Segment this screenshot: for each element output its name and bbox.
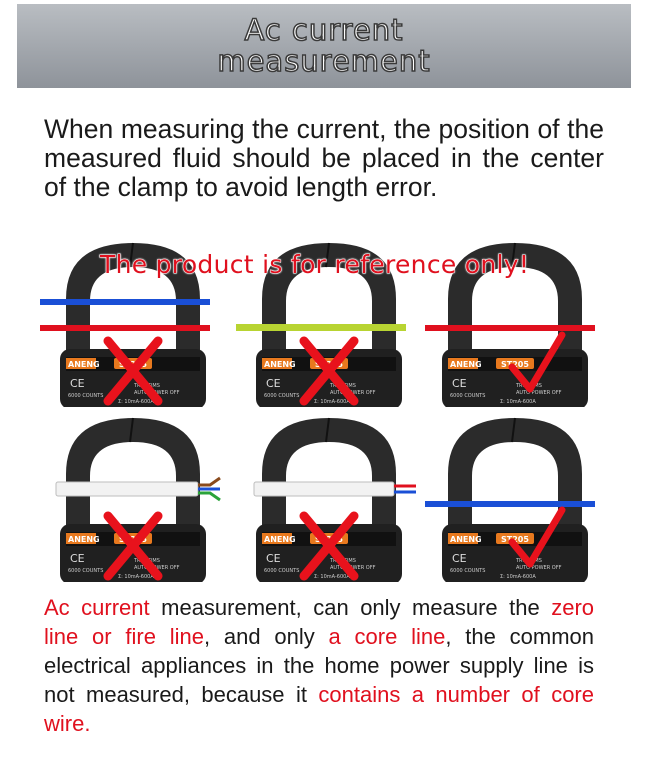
jaw-seam (511, 417, 516, 443)
brown-core (198, 476, 221, 487)
brand-label: ANENG (264, 360, 296, 369)
green-core (198, 491, 221, 502)
reference-notice: The product is for reference only! (99, 250, 530, 280)
brand-badge (448, 358, 478, 369)
clamp-jaw (448, 418, 582, 542)
clamp-jaw (66, 418, 200, 542)
white-cable (253, 481, 395, 497)
jaw-seam (511, 242, 516, 268)
ce-label: CE (266, 377, 281, 390)
title-banner: Ac current measurement (17, 4, 631, 88)
clamp-jaw (66, 243, 200, 367)
blue-wire (40, 299, 210, 305)
jaw-seam (129, 242, 134, 268)
check-stroke (508, 331, 566, 393)
brand-badge (448, 533, 478, 544)
correct-mark (508, 506, 566, 568)
brand-label: ANENG (68, 535, 100, 544)
counts-label: 6000 COUNTS (450, 568, 485, 574)
counts-label: 6000 COUNTS (450, 393, 485, 399)
ce-label: CE (452, 377, 467, 390)
ce-label: CE (70, 377, 85, 390)
model-label: ST205 (501, 360, 529, 369)
cross-stroke-2 (299, 511, 359, 581)
range-label: Σ: 10mA-600A (314, 399, 350, 405)
jaw-seam (129, 417, 134, 443)
cross-stroke-2 (103, 511, 163, 581)
intro-paragraph: When measuring the current, the position… (44, 114, 604, 202)
jaw-seam (325, 242, 330, 268)
brand-label: ANENG (450, 535, 482, 544)
banner-title-line1: Ac current (244, 13, 404, 47)
counts-label: 6000 COUNTS (68, 393, 103, 399)
model-label: ST205 (501, 535, 529, 544)
clamp-jaw (262, 418, 396, 542)
range-label: Σ: 10mA-600A (500, 399, 536, 405)
ce-label: CE (70, 552, 85, 565)
explanation-highlight-ac-current: Ac current (44, 595, 150, 620)
cross-stroke-2 (299, 336, 359, 406)
wrong-mark (103, 511, 163, 581)
range-label: Σ: 10mA-600A (500, 574, 536, 580)
auto-power-label: AUTO POWER OFF (516, 565, 562, 571)
range-label: Σ: 10mA-600A (314, 574, 350, 580)
counts-label: 6000 COUNTS (264, 393, 299, 399)
brand-label: ANENG (450, 360, 482, 369)
wrong-mark (299, 336, 359, 406)
explanation-highlight-multi-core: contains a number of core wire. (44, 682, 594, 736)
brand-badge (66, 358, 96, 369)
red-wire (40, 325, 210, 331)
brand-badge (262, 533, 292, 544)
explanation-text: measurement, can only measure the (149, 595, 552, 620)
explanation-paragraph: Ac current measurement, can only measure… (44, 593, 594, 738)
wrong-mark (299, 511, 359, 581)
brand-badge (66, 533, 96, 544)
ce-label: CE (266, 552, 281, 565)
wrong-mark (103, 336, 163, 406)
white-cable (55, 481, 199, 497)
explanation-highlight-core-line: a core line (328, 624, 446, 649)
correct-mark (508, 331, 566, 393)
model-badge (496, 533, 534, 544)
brand-badge (262, 358, 292, 369)
counts-label: 6000 COUNTS (264, 568, 299, 574)
banner-title-line2: measurement (217, 44, 431, 78)
explanation-text: , the common electrical appliances in th… (44, 624, 595, 707)
explanation-highlight-zero-fire-line: zero line or fire line (44, 595, 594, 649)
green-yellow-wire (236, 324, 406, 331)
brand-label: ANENG (68, 360, 100, 369)
explanation-text: , and only (203, 624, 329, 649)
blue-wire (425, 501, 595, 507)
cross-stroke-2 (103, 336, 163, 406)
range-label: Σ: 10mA-600A (118, 574, 154, 580)
ce-label: CE (452, 552, 467, 565)
red-wire (425, 325, 595, 331)
brand-label: ANENG (264, 535, 296, 544)
range-label: Σ: 10mA-600A (118, 399, 154, 405)
check-stroke (508, 506, 566, 568)
clamp-jaw (448, 243, 582, 367)
model-badge (496, 358, 534, 369)
jaw-seam (325, 417, 330, 443)
auto-power-label: AUTO POWER OFF (516, 390, 562, 396)
counts-label: 6000 COUNTS (68, 568, 103, 574)
clamp-jaw (262, 243, 396, 367)
